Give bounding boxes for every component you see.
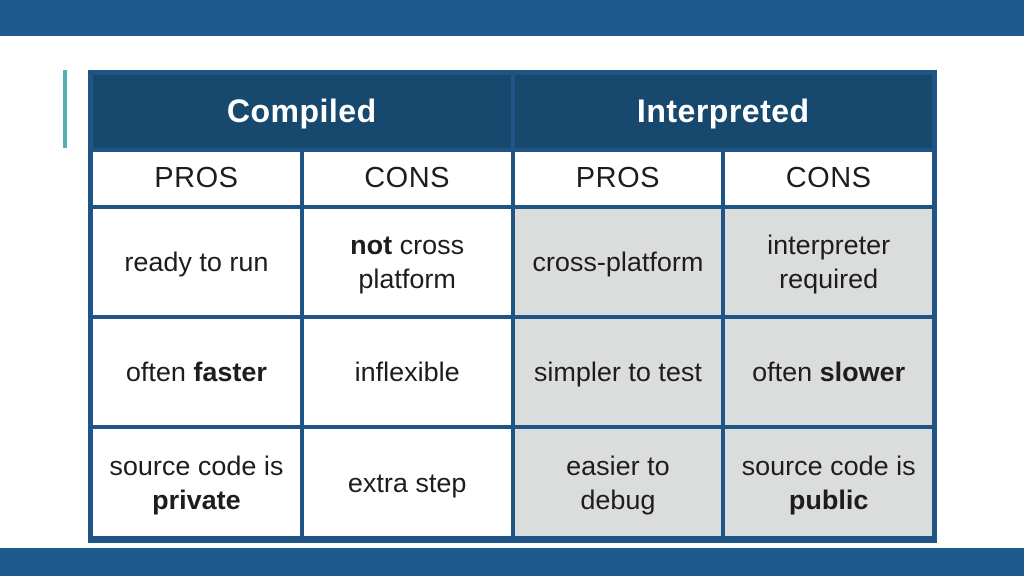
table-cell-r2-c4: often slower [725, 319, 932, 425]
teal-accent-line [63, 70, 67, 148]
column-header-label: CONS [364, 162, 451, 194]
cell-text-line: public [788, 484, 869, 515]
column-header-interpreted-cons: CONS [725, 152, 932, 205]
cell-text-line: often slower [752, 357, 906, 387]
table-cell-r2-c2: inflexible [303, 319, 511, 425]
column-header-label: PROS [575, 162, 660, 194]
cell-text-line: private [152, 484, 241, 515]
column-header-compiled-cons: CONS [303, 152, 511, 205]
cell-text-line: inflexible [354, 357, 460, 387]
cell-text-line: ready to run [124, 247, 269, 277]
column-header-label: PROS [154, 162, 239, 194]
cell-text-line: often faster [125, 357, 267, 387]
cell-text-line: not cross [350, 230, 465, 260]
cell-text-line: debug [580, 484, 656, 515]
group-header-interpreted: Interpreted [514, 75, 932, 148]
cell-text-line: extra step [347, 467, 467, 498]
cell-text-line: cross-platform [532, 247, 704, 277]
column-header-compiled-pros: PROS [93, 152, 300, 205]
cell-text-line: platform [358, 264, 456, 294]
top-letterbox-bar [0, 0, 1024, 36]
column-header-interpreted-pros: PROS [514, 152, 722, 205]
table-cell-r1-c4: interpreter required [725, 209, 932, 315]
cell-text-line: required [779, 264, 879, 294]
cell-text-line: simpler to test [533, 357, 702, 387]
cell-text-line: easier to [566, 450, 670, 481]
group-header-label: Interpreted [636, 93, 810, 129]
comparison-table: Compiled Interpreted PROS CONS PROS CONS… [88, 70, 937, 543]
column-header-label: CONS [785, 162, 872, 194]
table-cell-r1-c3: cross-platform [514, 209, 722, 315]
cell-text-line: source code is [109, 450, 284, 481]
table-cell-r2-c3: simpler to test [514, 319, 722, 425]
cell-text-line: source code is [741, 450, 916, 481]
table-cell-r1-c2: not cross platform [303, 209, 511, 315]
bottom-letterbox-bar [0, 548, 1024, 576]
table-cell-r3-c2: extra step [303, 429, 511, 536]
table-cell-r2-c1: often faster [93, 319, 300, 425]
group-header-label: Compiled [226, 93, 377, 129]
cell-text-line: interpreter [767, 230, 891, 260]
group-header-compiled: Compiled [93, 75, 511, 148]
table-cell-r1-c1: ready to run [93, 209, 300, 315]
